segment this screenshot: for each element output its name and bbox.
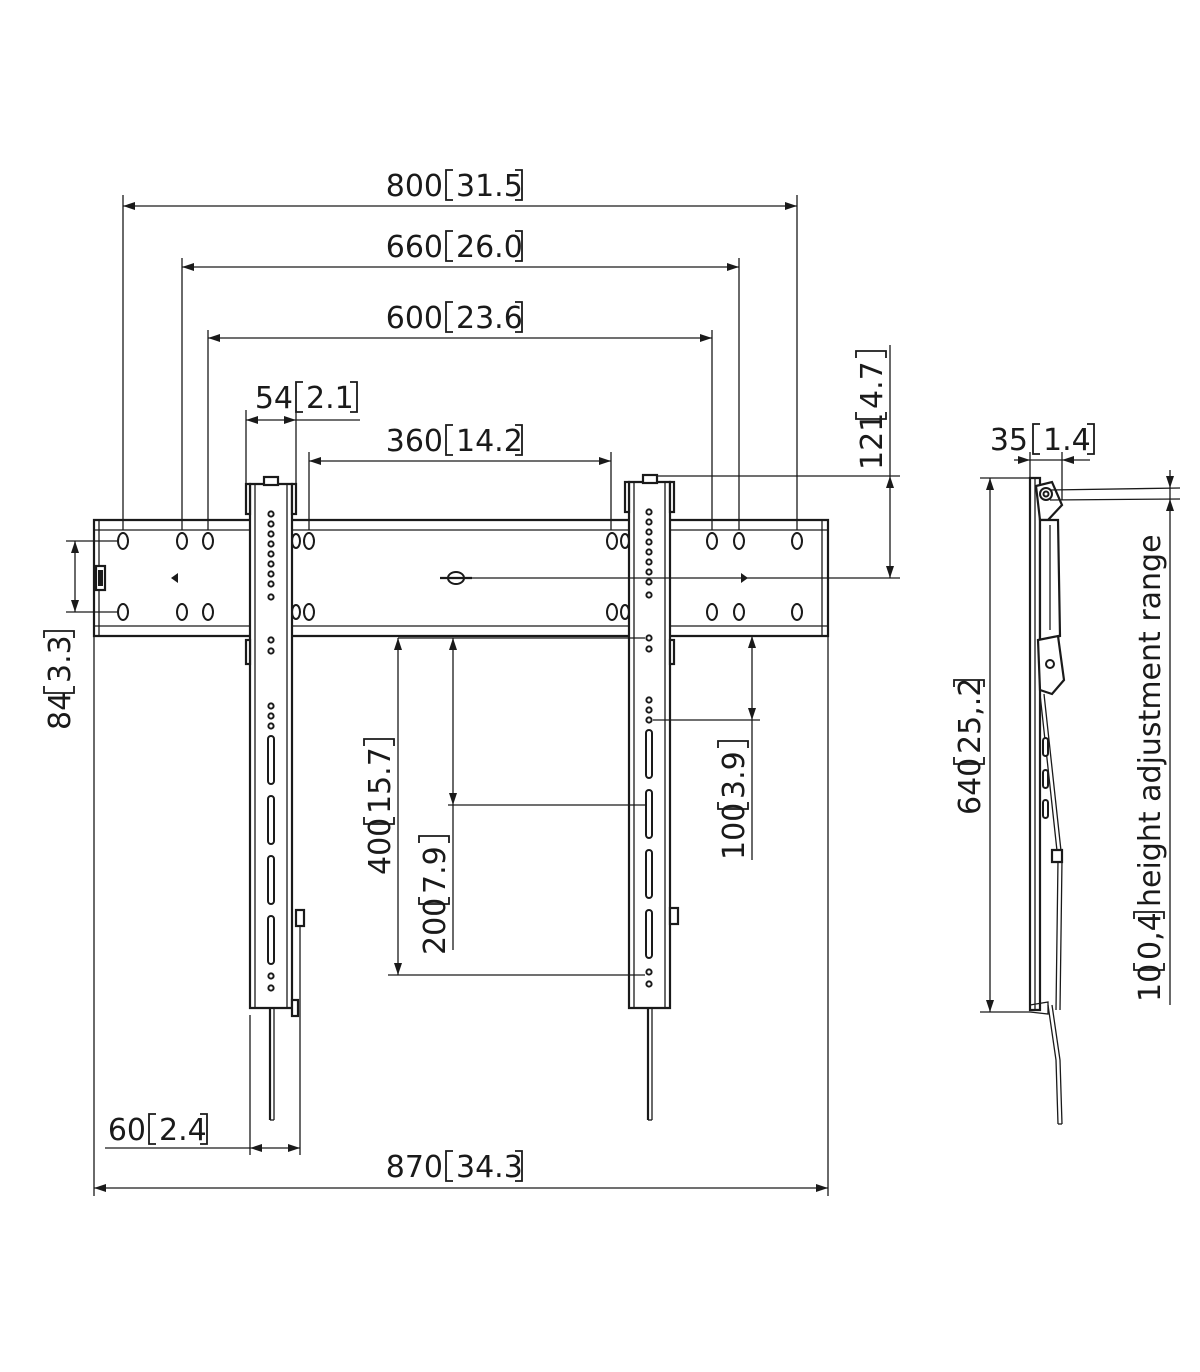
dim-200-label: 200 7.9 — [418, 835, 453, 955]
svg-text:640: 640 — [953, 758, 988, 815]
svg-text:7.9: 7.9 — [418, 846, 453, 894]
height-adjustment-note: height adjustment range — [1133, 534, 1168, 907]
svg-text:100: 100 — [717, 803, 752, 860]
dim-360-label: 360 14.2 — [386, 424, 523, 459]
svg-text:31.5: 31.5 — [456, 169, 523, 204]
dim-640-label: 640 25,.2 — [953, 678, 988, 815]
svg-text:84: 84 — [43, 692, 78, 730]
svg-text:54: 54 — [255, 381, 293, 416]
svg-text:0,4: 0,4 — [1133, 912, 1168, 960]
dim-800-label: 800 31.5 — [386, 169, 523, 204]
dim-54-label: 54 2.1 — [255, 381, 358, 416]
left-arm — [244, 475, 306, 1121]
svg-text:3.3: 3.3 — [43, 635, 78, 683]
svg-text:600: 600 — [386, 301, 443, 336]
svg-text:15.7: 15.7 — [363, 747, 398, 814]
side-view — [980, 452, 1181, 1125]
front-view — [66, 195, 900, 1196]
svg-text:60: 60 — [108, 1113, 146, 1148]
dim-870-label: 870 34.3 — [386, 1150, 523, 1185]
svg-text:23.6: 23.6 — [456, 301, 523, 336]
svg-text:2.4: 2.4 — [159, 1113, 207, 1148]
dim-600-label: 600 23.6 — [386, 301, 523, 336]
svg-text:200: 200 — [418, 898, 453, 955]
svg-text:14.2: 14.2 — [456, 424, 523, 459]
svg-text:34.3: 34.3 — [456, 1150, 523, 1185]
dim-35-label: 35 1.4 — [990, 423, 1095, 458]
right-arm — [623, 473, 680, 1121]
dimension-labels: 800 31.5 660 26.0 600 23.6 54 2.1 360 14… — [43, 169, 1168, 1185]
dim-660-label: 660 26.0 — [386, 230, 523, 265]
svg-text:26.0: 26.0 — [456, 230, 523, 265]
svg-text:35: 35 — [990, 423, 1028, 458]
svg-text:870: 870 — [386, 1150, 443, 1185]
svg-text:800: 800 — [386, 169, 443, 204]
svg-text:360: 360 — [386, 424, 443, 459]
svg-text:3.9: 3.9 — [717, 751, 752, 799]
dim-60-label: 60 2.4 — [108, 1113, 208, 1148]
plate-holes — [94, 532, 803, 621]
right-arm-holes — [645, 508, 653, 988]
svg-text:660: 660 — [386, 230, 443, 265]
side-dimension-lines — [980, 452, 1181, 1013]
front-dimension-lines — [66, 195, 900, 1196]
dim-10-label: 10 0,4 height adjustment range — [1133, 534, 1168, 1002]
dim-100-label: 100 3.9 — [717, 740, 752, 860]
svg-text:4.7: 4.7 — [855, 361, 890, 409]
svg-text:25,.2: 25,.2 — [953, 678, 988, 754]
left-arm-holes — [267, 510, 275, 992]
dim-400-label: 400 15.7 — [363, 738, 398, 875]
svg-text:400: 400 — [363, 818, 398, 875]
dim-121-label: 121 4.7 — [855, 350, 890, 470]
svg-text:2.1: 2.1 — [306, 381, 354, 416]
dim-84-label: 84 3.3 — [43, 630, 78, 730]
svg-text:121: 121 — [855, 413, 890, 470]
svg-text:1.4: 1.4 — [1043, 423, 1091, 458]
